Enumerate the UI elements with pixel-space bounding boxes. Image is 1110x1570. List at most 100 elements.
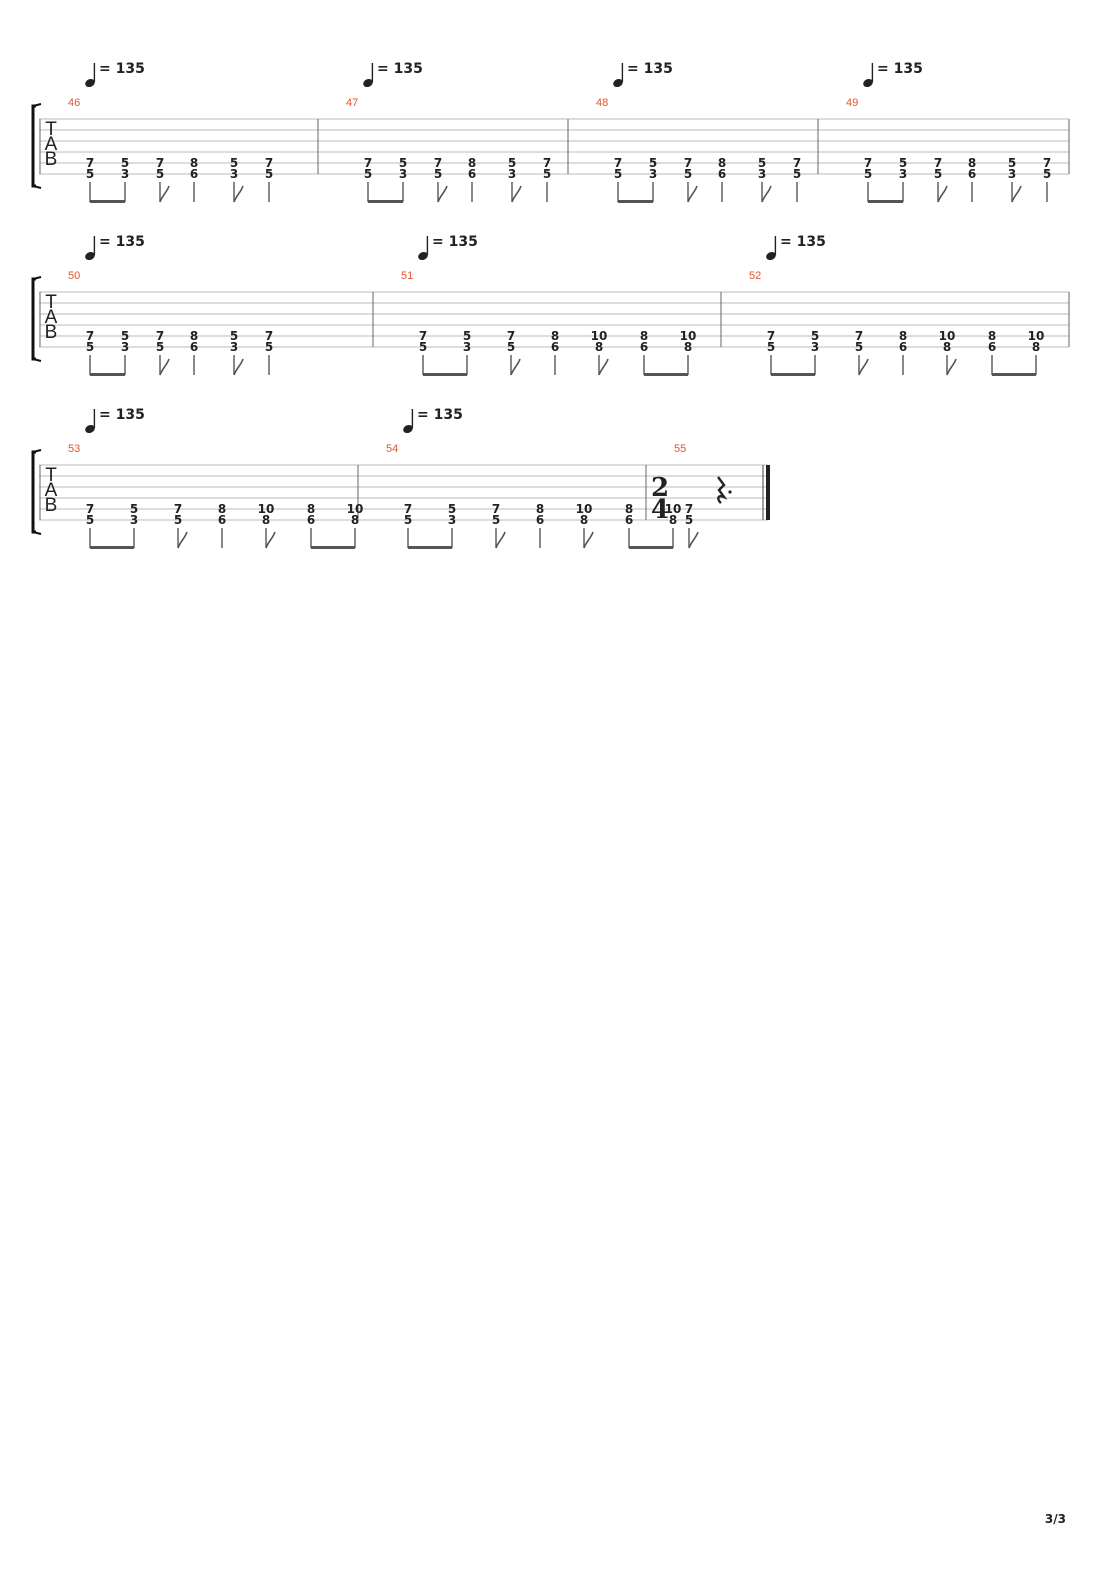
fret-number: 5 — [758, 156, 766, 170]
fret-number: 7 — [156, 156, 164, 170]
tempo-label: = 135 — [780, 234, 826, 250]
fret-number: 7 — [934, 156, 942, 170]
fret-number: 3 — [121, 167, 129, 181]
quarter-note-icon — [85, 78, 95, 88]
fret-number: 5 — [86, 513, 94, 527]
fret-number: 5 — [130, 502, 138, 516]
fret-number: 7 — [614, 156, 622, 170]
fret-number: 3 — [463, 340, 471, 354]
fret-number: 5 — [121, 156, 129, 170]
rest-dot — [728, 490, 732, 494]
fret-number: 5 — [86, 167, 94, 181]
fret-number: 5 — [265, 340, 273, 354]
fret-number: 7 — [86, 156, 94, 170]
flag-eighth-stem — [510, 358, 521, 376]
beam — [90, 200, 125, 203]
tempo-label: = 135 — [99, 234, 145, 250]
beam — [771, 373, 815, 376]
fret-number: 5 — [434, 167, 442, 181]
system-bracket — [31, 277, 36, 361]
fret-number: 7 — [492, 502, 500, 516]
tempo-label: = 135 — [99, 407, 145, 423]
bracket-bottom-hook — [32, 358, 42, 362]
fret-number: 8 — [307, 502, 315, 516]
flag-eighth-stem — [598, 358, 609, 376]
fret-number: 5 — [448, 502, 456, 516]
quarter-note-icon — [418, 251, 428, 261]
fret-number: 6 — [190, 340, 198, 354]
tab-clef-letter: T — [45, 119, 57, 140]
fret-number: 6 — [468, 167, 476, 181]
flag-eighth-stem — [761, 185, 772, 203]
fret-number: 5 — [507, 340, 515, 354]
fret-number: 3 — [899, 167, 907, 181]
fret-number: 5 — [767, 340, 775, 354]
beam — [311, 546, 355, 549]
flag-eighth-stem — [159, 185, 170, 203]
fret-number: 8 — [669, 513, 677, 527]
quarter-note-icon — [85, 251, 95, 261]
measure-number: 49 — [846, 97, 858, 109]
fret-number: 7 — [684, 156, 692, 170]
tab-clef-letter: B — [45, 495, 58, 516]
fret-number: 7 — [767, 329, 775, 343]
fret-number: 8 — [468, 156, 476, 170]
fret-number: 6 — [551, 340, 559, 354]
fret-number: 5 — [156, 340, 164, 354]
bracket-top-hook — [32, 276, 42, 280]
fret-number: 8 — [1032, 340, 1040, 354]
fret-number: 6 — [625, 513, 633, 527]
tempo-label: = 135 — [99, 61, 145, 77]
tab-clef-letter: A — [45, 134, 58, 155]
fret-number: 5 — [684, 167, 692, 181]
measure-number: 52 — [749, 270, 761, 282]
fret-number: 7 — [265, 156, 273, 170]
beam — [629, 546, 673, 549]
fret-number: 8 — [262, 513, 270, 527]
fret-number: 8 — [595, 340, 603, 354]
quarter-note-icon — [863, 78, 873, 88]
fret-number: 8 — [190, 156, 198, 170]
beam — [618, 200, 653, 203]
fret-number: 7 — [434, 156, 442, 170]
fret-number: 6 — [640, 340, 648, 354]
flag-eighth-stem — [946, 358, 957, 376]
fret-number: 7 — [543, 156, 551, 170]
fret-number: 5 — [404, 513, 412, 527]
fret-number: 7 — [86, 329, 94, 343]
bracket-top-hook — [32, 449, 42, 453]
final-barline-thick — [766, 465, 770, 520]
fret-number: 7 — [364, 156, 372, 170]
fret-number: 10 — [939, 329, 956, 343]
beam — [423, 373, 467, 376]
flag-eighth-stem — [233, 358, 244, 376]
quarter-rest-icon — [717, 476, 728, 504]
tempo-label: = 135 — [417, 407, 463, 423]
flag-eighth-stem — [511, 185, 522, 203]
fret-number: 5 — [419, 340, 427, 354]
fret-number: 7 — [793, 156, 801, 170]
fret-number: 8 — [718, 156, 726, 170]
fret-number: 8 — [640, 329, 648, 343]
fret-number: 3 — [811, 340, 819, 354]
fret-number: 8 — [536, 502, 544, 516]
fret-number: 7 — [685, 502, 693, 516]
fret-number: 8 — [551, 329, 559, 343]
fret-number: 6 — [218, 513, 226, 527]
time-signature-bottom: 4 — [651, 495, 669, 525]
fret-number: 3 — [508, 167, 516, 181]
tab-clef-letter: T — [45, 465, 57, 486]
fret-number: 5 — [934, 167, 942, 181]
tempo-label: = 135 — [877, 61, 923, 77]
fret-number: 10 — [665, 502, 682, 516]
